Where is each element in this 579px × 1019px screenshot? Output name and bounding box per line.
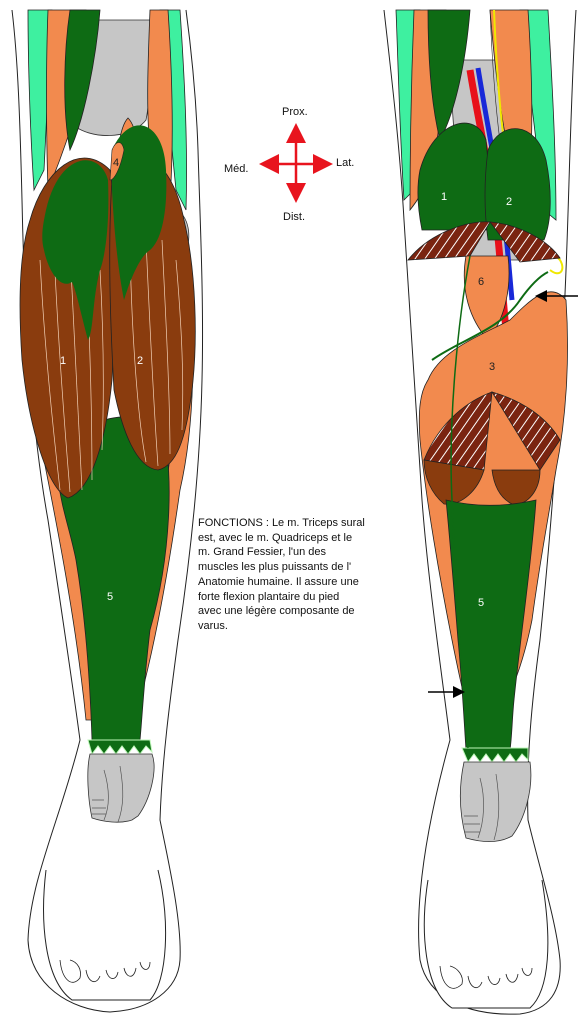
left-achilles-fringe xyxy=(88,740,152,754)
compass-lateral-label: Lat. xyxy=(336,157,354,169)
left-leg xyxy=(12,10,203,1012)
right-leg xyxy=(384,10,578,1014)
functions-caption: FONCTIONS : Le m. Triceps sural est, ave… xyxy=(198,516,398,634)
right-label-5: 5 xyxy=(478,597,484,609)
right-label-6: 6 xyxy=(478,276,484,288)
left-label-4: 4 xyxy=(113,157,119,169)
right-label-3: 3 xyxy=(489,361,495,373)
left-label-5: 5 xyxy=(107,591,113,603)
right-label-1: 1 xyxy=(441,191,447,203)
right-calcaneal-tendon xyxy=(446,500,536,750)
compass-distal-label: Dist. xyxy=(283,211,305,223)
left-label-2: 2 xyxy=(137,355,143,367)
right-foot xyxy=(424,880,548,1008)
left-label-1: 1 xyxy=(60,355,66,367)
orientation-compass: Prox. Méd. Lat. Dist. xyxy=(224,106,354,223)
right-achilles-fringe xyxy=(462,748,528,762)
right-label-2: 2 xyxy=(506,196,512,208)
left-foot xyxy=(44,870,166,1000)
compass-medial-label: Méd. xyxy=(224,163,248,175)
compass-proximal-label: Prox. xyxy=(282,106,308,118)
right-calcaneus xyxy=(460,762,531,842)
